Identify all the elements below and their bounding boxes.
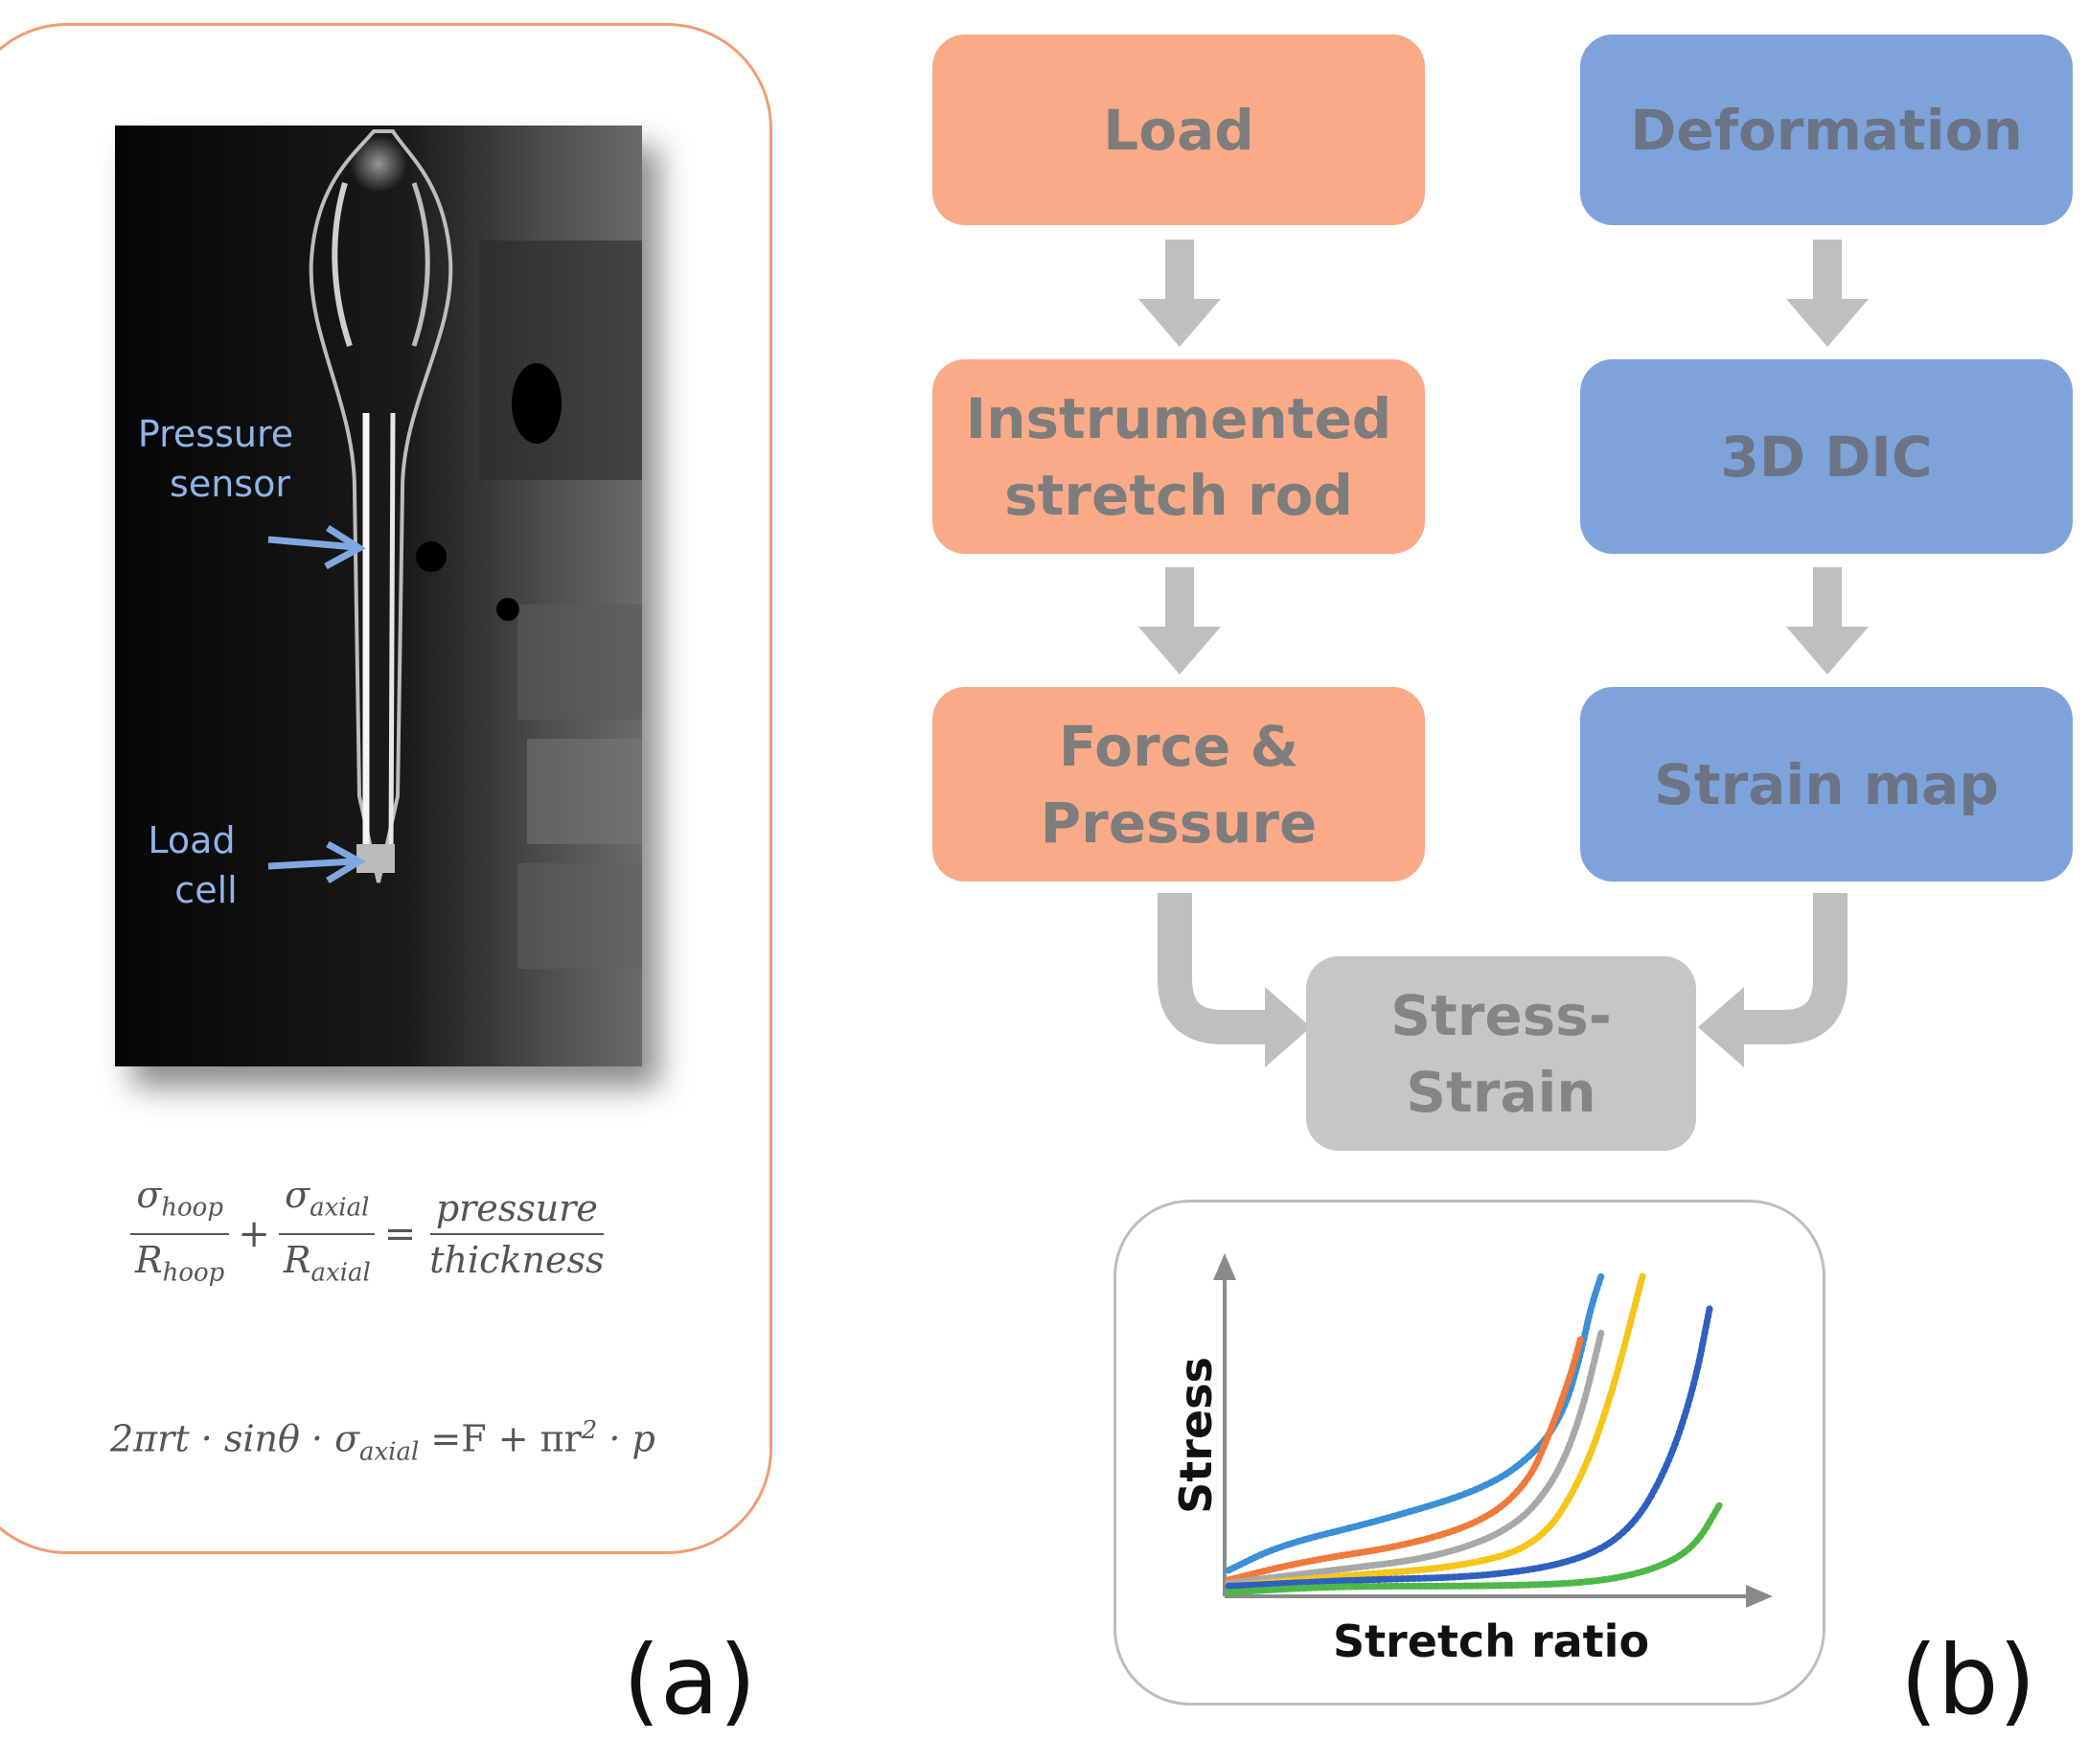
3d-dic-box: 3D DIC — [1580, 359, 2073, 554]
panel-a-letter: (a) — [623, 1624, 757, 1736]
y-axis-label: Stress — [1170, 1357, 1222, 1514]
chart-axes — [1213, 1253, 1773, 1608]
force-pressure-box: Force & Pressure — [932, 687, 1425, 882]
rod-box-line1: Instrumented — [965, 385, 1392, 451]
chart-series-layer — [1225, 1272, 1724, 1596]
stress-strain-line1: Stress- — [1390, 982, 1612, 1048]
hoop-stress-symbol: σ — [136, 1174, 162, 1217]
strain-map-box: Strain map — [1580, 687, 2073, 882]
force-box-line1: Force & — [1058, 713, 1299, 779]
load-cell-line1: Load — [148, 819, 236, 861]
series-line-5 — [1225, 1304, 1713, 1590]
panel-a-frame — [0, 23, 772, 1554]
deformation-box: Deformation — [1580, 34, 2073, 225]
panel-b-letter: (b) — [1900, 1624, 2036, 1736]
hoop-radius-symbol: R — [135, 1239, 163, 1281]
stress-strain-chart-frame: Stress Stretch ratio — [1113, 1200, 1825, 1706]
arrowhead-left — [1265, 987, 1311, 1067]
dic-box-label: 3D DIC — [1720, 424, 1933, 490]
hoop-stress-subscript: hoop — [161, 1194, 223, 1223]
arrow-deformation-to-dic — [1786, 240, 1869, 347]
axial-radius-subscript: axial — [310, 1258, 371, 1288]
flow-arrows-group — [1138, 240, 1869, 675]
load-cell-label: Load cell — [115, 815, 268, 915]
force-balance-equals: = — [430, 1417, 462, 1460]
arrow-dic-to-strain — [1786, 567, 1869, 675]
pressure-sensor-label: Pressure sensor — [115, 409, 316, 509]
axial-radius-symbol: R — [283, 1239, 311, 1281]
plus-sign: + — [238, 1212, 270, 1256]
rod-box-line2: stretch rod — [1004, 462, 1353, 528]
axial-fraction: σaxial Raxial — [278, 1174, 377, 1294]
laplace-equation: σhoop Rhoop + σaxial Raxial = pressure t… — [129, 1174, 609, 1294]
merge-arrows — [1158, 893, 1848, 1044]
stress-strain-box: Stress- Strain — [1306, 956, 1696, 1151]
y-axis-arrowhead — [1213, 1253, 1236, 1280]
force-box-line2: Pressure — [1040, 790, 1318, 856]
stress-strain-line2: Strain — [1406, 1059, 1596, 1125]
pressure-sensor-line2: sensor — [170, 463, 290, 505]
merge-arrowheads — [1265, 987, 1744, 1067]
arrow-strain-to-stress-strain — [1734, 893, 1848, 1044]
load-box-label: Load — [1103, 97, 1254, 163]
series-line-2 — [1225, 1336, 1584, 1584]
equals-sign: = — [383, 1212, 417, 1256]
load-box: Load — [932, 34, 1425, 225]
force-balance-rhs-exponent: 2 — [581, 1416, 598, 1445]
instrumented-stretch-rod-box: Instrumented stretch rod — [932, 359, 1425, 554]
series-line-3 — [1225, 1329, 1605, 1587]
load-cell-line2: cell — [174, 869, 238, 911]
pressure-sensor-line1: Pressure — [137, 413, 294, 455]
bottle-photo-graphic — [115, 126, 642, 1066]
hoop-radius-subscript: hoop — [162, 1258, 225, 1288]
series-line-6 — [1225, 1501, 1724, 1596]
hoop-fraction: σhoop Rhoop — [129, 1174, 230, 1294]
strain-map-box-label: Strain map — [1654, 751, 1999, 817]
stress-strain-chart: Stress Stretch ratio — [1170, 1253, 1773, 1667]
thickness-word: thickness — [429, 1239, 605, 1281]
pressure-word: pressure — [429, 1187, 604, 1235]
x-axis-label: Stretch ratio — [1333, 1615, 1649, 1667]
arrow-force-to-stress-strain — [1158, 893, 1271, 1044]
force-balance-equation: 2πrt · sinθ · σaxial =F + πr2 · p — [110, 1416, 655, 1466]
force-balance-lhs-subscript: axial — [359, 1437, 420, 1467]
axial-stress-symbol: σ — [285, 1174, 310, 1217]
force-balance-rhs: F + πr — [461, 1417, 582, 1460]
deformation-box-label: Deformation — [1630, 97, 2023, 163]
force-balance-rhs-tail: · p — [597, 1417, 655, 1460]
axial-stress-subscript: axial — [310, 1194, 370, 1223]
bottle-stretch-photo: Pressure sensor Load cell — [115, 126, 642, 1066]
arrowhead-right — [1698, 987, 1744, 1067]
series-line-1 — [1225, 1272, 1605, 1574]
arrow-rod-to-force — [1138, 567, 1221, 675]
pressure-thickness-fraction: pressure thickness — [424, 1187, 609, 1281]
series-line-4 — [1225, 1272, 1646, 1590]
x-axis-arrowhead — [1746, 1585, 1773, 1608]
force-balance-lhs: 2πrt · sinθ · σ — [110, 1417, 360, 1460]
arrow-load-to-rod — [1138, 240, 1221, 347]
